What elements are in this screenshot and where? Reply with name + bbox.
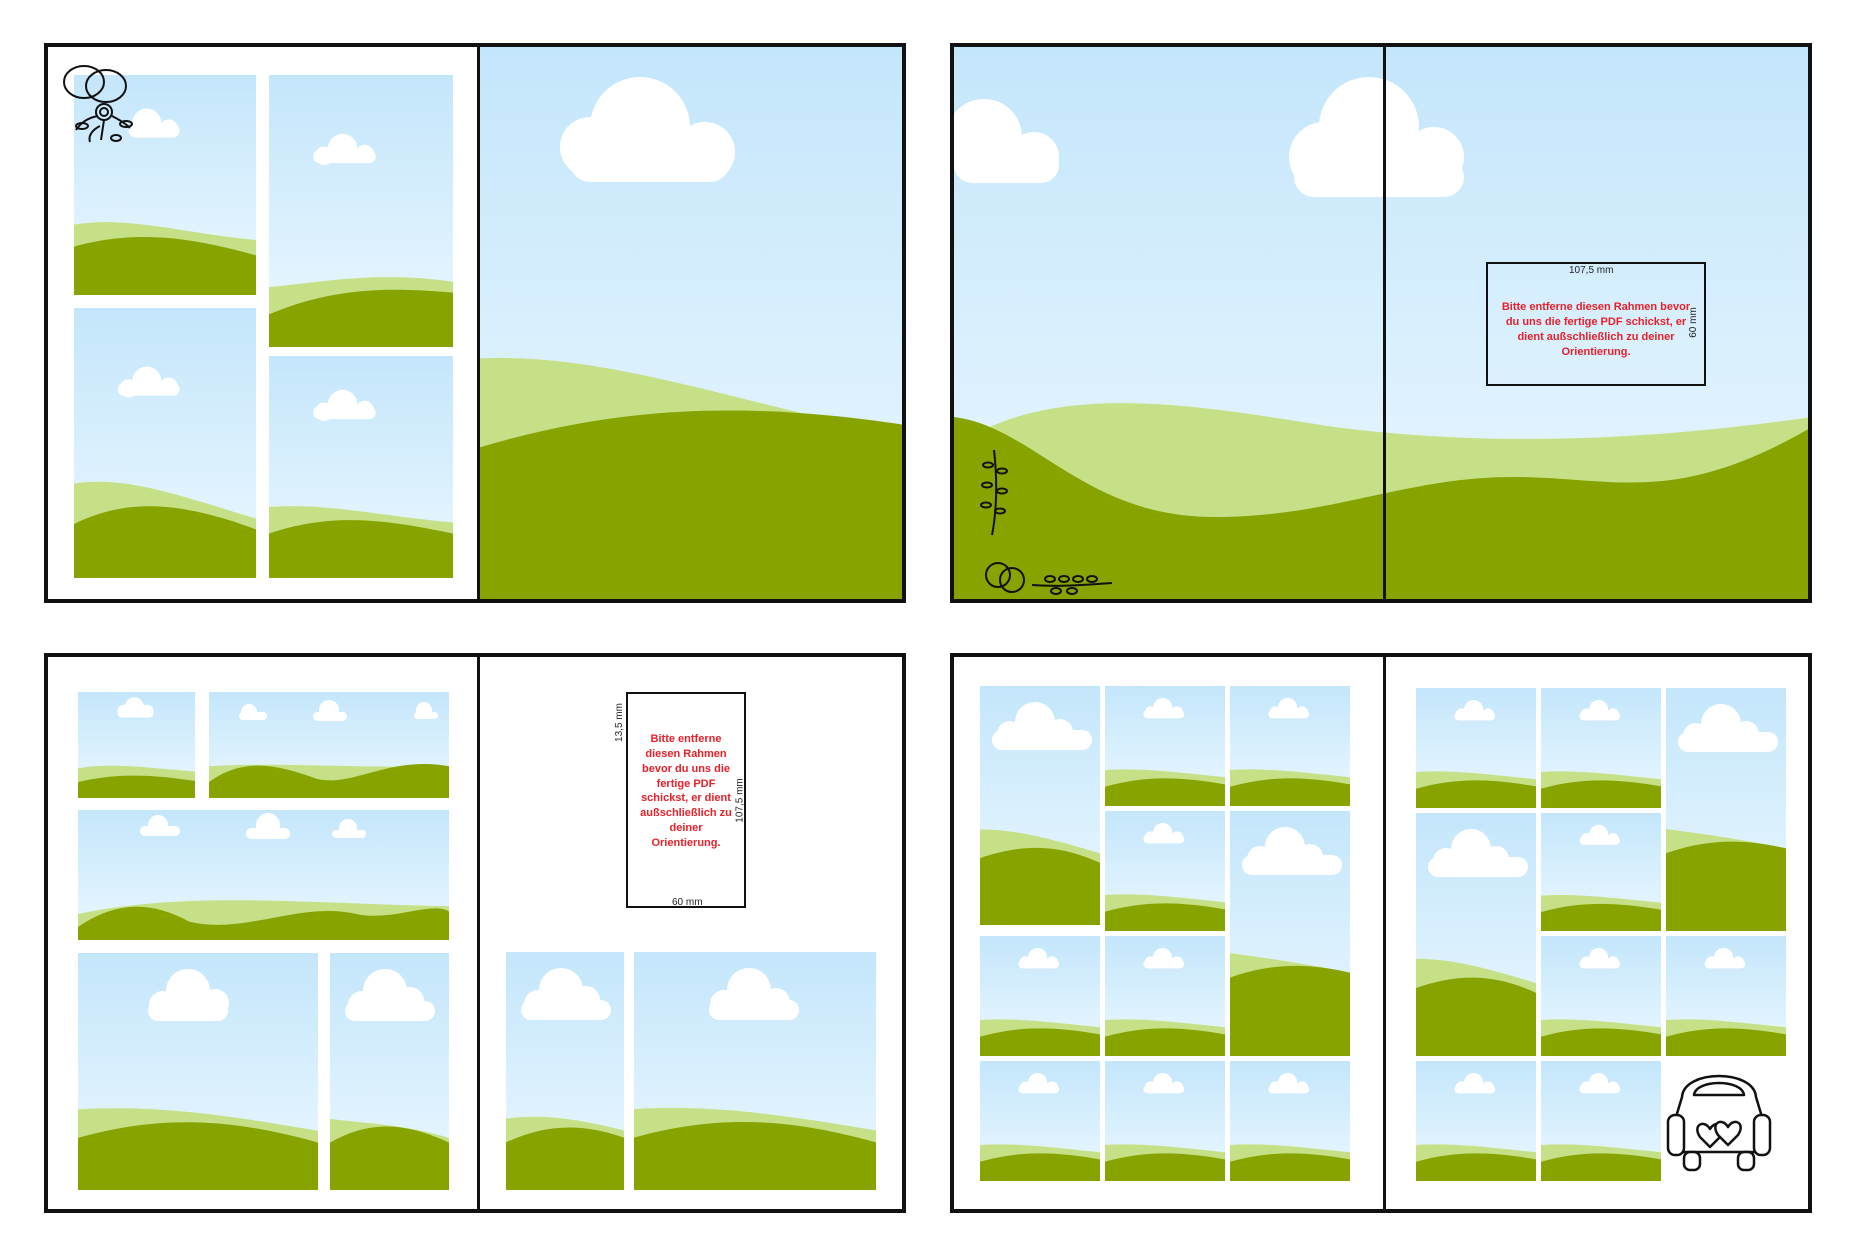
photo-placeholder[interactable]	[1541, 813, 1661, 931]
dimension-height-label: 60 mm	[1687, 307, 1699, 338]
photo-placeholder[interactable]	[1105, 936, 1225, 1056]
wedding-rings-flowers-icon	[63, 65, 133, 143]
album-spread-3: Bitte entferne diesen Rahmen bevor du un…	[44, 653, 906, 1213]
album-spread-1	[44, 43, 906, 603]
photo-placeholder[interactable]	[1416, 813, 1536, 1056]
spine	[477, 47, 480, 599]
photo-placeholder[interactable]	[634, 952, 876, 1190]
photo-placeholder[interactable]	[1666, 936, 1786, 1056]
photo-placeholder[interactable]	[1416, 688, 1536, 808]
photo-placeholder[interactable]	[78, 692, 195, 798]
orientation-frame[interactable]: Bitte entferne diesen Rahmen bevor du un…	[626, 692, 746, 908]
photo-placeholder[interactable]	[980, 686, 1100, 925]
photo-placeholder[interactable]	[1666, 688, 1786, 931]
orientation-frame[interactable]: Bitte entferne diesen Rahmen bevor du un…	[1486, 262, 1706, 386]
photo-placeholder[interactable]	[1541, 936, 1661, 1056]
dimension-offset-label: 13,5 mm	[613, 703, 625, 742]
spine	[477, 657, 480, 1209]
orientation-notice: Bitte entferne diesen Rahmen bevor du un…	[640, 733, 732, 849]
photo-placeholder[interactable]	[209, 692, 449, 798]
wedding-car-hearts-icon	[1666, 1074, 1772, 1172]
photo-placeholder[interactable]	[74, 308, 256, 578]
photo-placeholder[interactable]	[980, 1061, 1100, 1181]
leaf-branch-rings-icon	[980, 449, 1113, 595]
photo-placeholder[interactable]	[1105, 686, 1225, 806]
photo-placeholder[interactable]	[269, 75, 453, 347]
spine	[1383, 47, 1386, 599]
full-page-photo-placeholder[interactable]	[480, 47, 902, 599]
photo-placeholder[interactable]	[1416, 1061, 1536, 1181]
photo-placeholder[interactable]	[1230, 686, 1350, 806]
dimension-width-label: 60 mm	[672, 897, 703, 908]
dimension-width-label: 107,5 mm	[1569, 265, 1614, 276]
album-spread-2: Bitte entferne diesen Rahmen bevor du un…	[950, 43, 1812, 603]
photo-placeholder[interactable]	[1541, 688, 1661, 808]
photo-placeholder[interactable]	[269, 356, 453, 578]
photo-placeholder[interactable]	[1105, 1061, 1225, 1181]
photo-placeholder[interactable]	[506, 952, 624, 1190]
photo-placeholder[interactable]	[330, 953, 449, 1190]
orientation-notice: Bitte entferne diesen Rahmen bevor du un…	[1501, 301, 1691, 358]
photo-placeholder[interactable]	[74, 75, 256, 295]
photo-placeholder[interactable]	[1230, 811, 1350, 1056]
photo-placeholder[interactable]	[980, 936, 1100, 1056]
photo-placeholder[interactable]	[78, 953, 318, 1190]
panorama-photo-placeholder[interactable]	[954, 47, 1808, 599]
photo-placeholder[interactable]	[1105, 811, 1225, 931]
spine	[1383, 657, 1386, 1209]
photo-placeholder[interactable]	[78, 810, 449, 940]
album-spread-4	[950, 653, 1812, 1213]
photo-placeholder[interactable]	[1230, 1061, 1350, 1181]
photo-placeholder[interactable]	[1541, 1061, 1661, 1181]
dimension-height-label: 107,5 mm	[734, 778, 746, 823]
